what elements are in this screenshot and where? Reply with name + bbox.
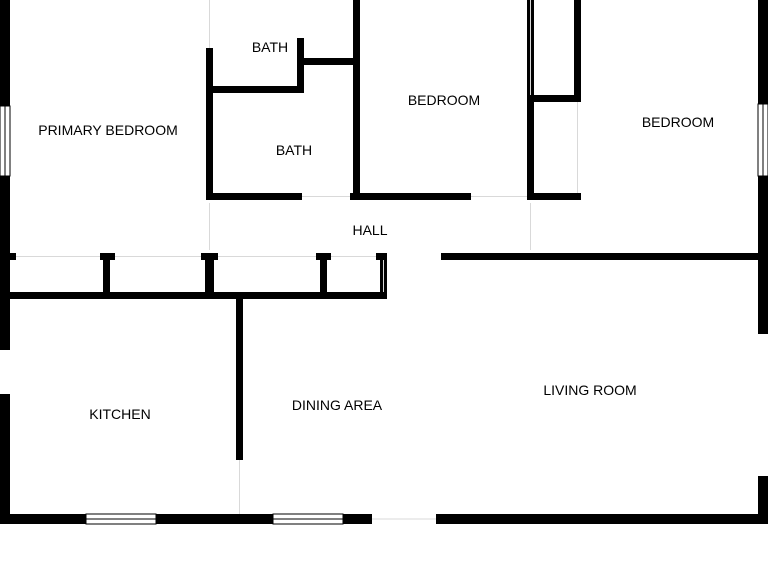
wall-closet-divider-1 [103,253,110,299]
wall-bedroom-middle-bottom [353,193,471,200]
wall-closet-right [574,0,581,102]
window-bedroom-right [757,103,768,177]
wall-lower-bath-bottom [206,193,302,200]
wall-primary-bath [206,48,213,200]
label-living-room: LIVING ROOM [543,382,636,398]
door-lines [16,0,578,520]
exterior-wall-right [758,0,768,524]
interior-walls [10,0,768,460]
label-dining-area: DINING AREA [292,397,383,413]
door-opening-living-side [758,334,768,476]
label-hall: HALL [352,222,387,238]
window-primary-bedroom [0,105,11,177]
wall-closet-divider-2 [205,253,214,299]
window-kitchen [85,513,157,525]
wall-closet-top [527,95,579,102]
windows [0,103,768,525]
label-bath-lower: BATH [276,142,312,158]
label-kitchen: KITCHEN [89,406,150,422]
wall-upper-bath-bottom [206,86,304,93]
wall-upper-bath-right [297,38,304,93]
label-bedroom-right: BEDROOM [642,114,714,130]
exterior-wall-left [0,0,10,524]
door-opening-kitchen-side [0,350,10,394]
wall-closet-row-bottom [10,292,386,299]
room-labels: PRIMARY BEDROOM BATH BATH BEDROOM BEDROO… [38,39,714,422]
wall-hall-living [441,253,768,260]
wall-closet-bottom [527,193,581,200]
door-openings [0,193,768,524]
label-bath-upper: BATH [252,39,288,55]
wall-bath-bedroom [353,0,360,200]
wall-closet-divider-3 [320,253,327,299]
wall-upper-bath-ledge [297,58,357,65]
wall-kitchen-dining [236,292,243,460]
label-primary-bedroom: PRIMARY BEDROOM [38,122,178,138]
window-dining [272,513,344,525]
label-bedroom-middle: BEDROOM [408,92,480,108]
